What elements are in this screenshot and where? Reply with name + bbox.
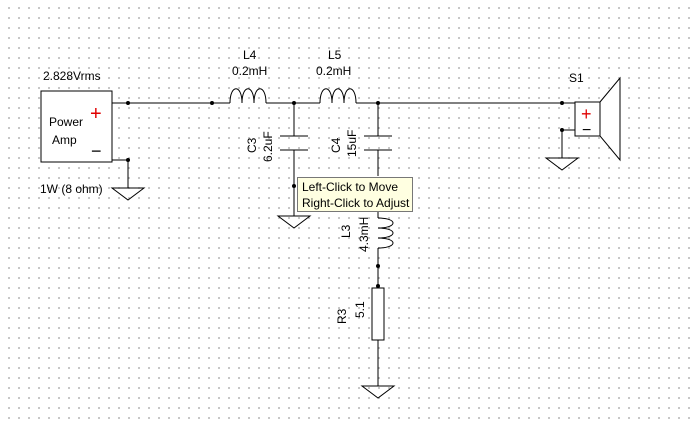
- tooltip-line-1: Left-Click to Move: [302, 180, 399, 194]
- C3-value-label: 6.2uF: [261, 131, 275, 162]
- speaker-name-label: S1: [569, 71, 584, 85]
- source-minus-sign: −: [91, 141, 102, 161]
- speaker-minus-sign: −: [582, 122, 591, 139]
- source-plus-sign: +: [90, 103, 102, 125]
- L4-name-label: L4: [243, 48, 257, 62]
- L5-name-label: L5: [328, 48, 342, 62]
- C3-name-label: C3: [245, 137, 259, 153]
- ground-symbol-R3: [360, 385, 396, 399]
- inductor-L5[interactable]: [314, 88, 362, 104]
- ground-symbol-source: [110, 187, 146, 201]
- C4-name-label: C4: [329, 137, 343, 153]
- junction-node: [292, 184, 296, 188]
- C4-value-label: 15uF: [345, 130, 359, 157]
- R3-name-label: R3: [335, 308, 349, 324]
- L3-name-label: L3: [339, 224, 353, 238]
- power-amp-label-line1: Power: [49, 115, 83, 129]
- junction-node: [126, 158, 130, 162]
- inductor-L3[interactable]: [377, 212, 394, 288]
- capacitor-C3[interactable]: [280, 103, 308, 216]
- R3-value-label: 5.1: [353, 301, 367, 318]
- speaker-plus-sign: +: [581, 104, 592, 124]
- capacitor-C4[interactable]: [364, 103, 392, 176]
- speaker-S1[interactable]: + −: [574, 76, 621, 162]
- junction-node: [376, 264, 380, 268]
- junction-node: [210, 101, 214, 105]
- junction-node: [376, 284, 380, 288]
- junction-node: [560, 101, 564, 105]
- power-amp-label-line2: Amp: [52, 133, 77, 147]
- ground-symbol-C3: [276, 215, 312, 229]
- L3-value-label: 4.3mH: [357, 217, 371, 252]
- tooltip-line-2: Right-Click to Adjust: [302, 196, 410, 210]
- power-amp-body[interactable]: [40, 90, 113, 163]
- L4-value-label: 0.2mH: [232, 64, 267, 78]
- component-tooltip: Left-Click to Move Right-Click to Adjust: [297, 177, 413, 212]
- junction-node: [376, 101, 380, 105]
- resistor-R3[interactable]: [371, 287, 385, 386]
- speaker-cone: [599, 76, 621, 162]
- inductor-L4[interactable]: [212, 88, 274, 104]
- source-rating-label: 1W (8 ohm): [40, 182, 103, 196]
- source-voltage-label: 2.828Vrms: [43, 69, 101, 83]
- junction-node: [292, 101, 296, 105]
- power-amp-source[interactable]: Power Amp + −: [40, 90, 113, 163]
- junction-node: [126, 101, 130, 105]
- L5-value-label: 0.2mH: [316, 64, 351, 78]
- ground-symbol-speaker: [544, 157, 580, 171]
- junction-node: [560, 128, 564, 132]
